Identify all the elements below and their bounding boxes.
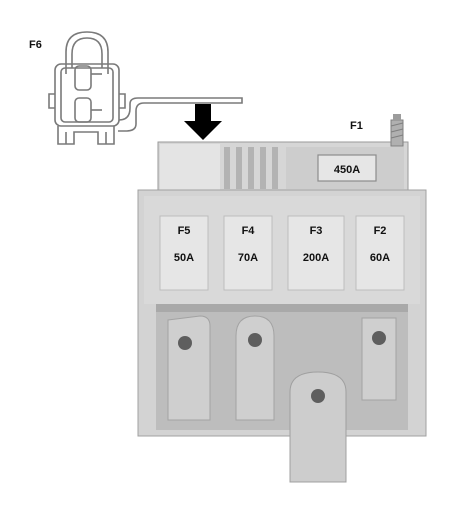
fuse-window-f2 (355, 215, 405, 291)
bolt-hole-icon (372, 331, 386, 345)
fuse-window-f5 (159, 215, 209, 291)
main-fuse-block (157, 114, 409, 193)
fuse-window-f4 (223, 215, 273, 291)
fuse-f4-id: F4 (242, 225, 256, 237)
terminal-tabs (167, 315, 397, 483)
down-arrow-icon (184, 104, 222, 140)
f6-connector (48, 31, 243, 145)
bolt-hole-icon (178, 336, 192, 350)
fuse-f3-id: F3 (310, 225, 323, 237)
fuse-f5-id: F5 (178, 225, 191, 237)
f6-label: F6 (29, 39, 42, 51)
main-fuse-rating: 450A (334, 164, 360, 176)
bolt-hole-icon (248, 333, 262, 347)
fuse-f4-rating: 70A (238, 252, 258, 264)
fuse-f3-rating: 200A (303, 252, 329, 264)
fuse-f5-rating: 50A (174, 252, 194, 264)
fuse-window-f3 (287, 215, 345, 291)
main-fuse-id: F1 (350, 120, 363, 132)
fuse-f2-rating: 60A (370, 252, 390, 264)
fuse-labels: F5 50A F4 70A F3 200A F2 60A (174, 225, 390, 264)
bolt-hole-icon (311, 389, 325, 403)
fuse-f2-id: F2 (374, 225, 387, 237)
